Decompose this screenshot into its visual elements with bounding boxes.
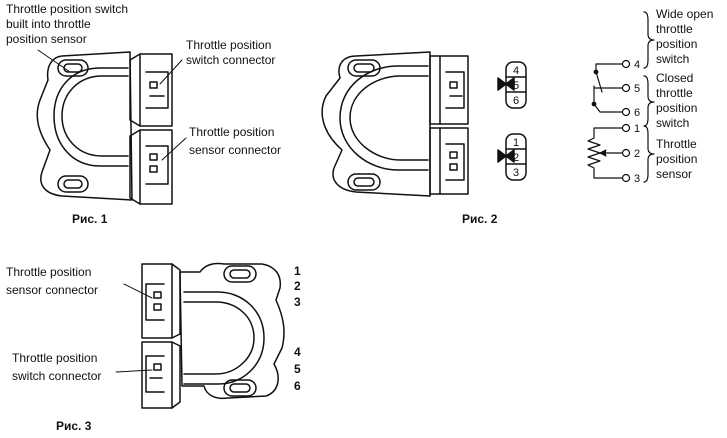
fig1-leader-sensor bbox=[161, 137, 187, 161]
terminal-2-circle bbox=[621, 148, 631, 158]
fig3-pin-3: 3 bbox=[294, 295, 301, 309]
fig1-label-switch-1: Throttle position bbox=[186, 38, 271, 52]
terminal-5-circle bbox=[621, 83, 631, 93]
fig2-upper-pin-block bbox=[497, 61, 527, 109]
fig1-sensor-connector bbox=[129, 129, 173, 205]
fig1-label-sensor-2: sensor connector bbox=[189, 143, 281, 157]
fig3-leader-switch bbox=[115, 369, 153, 373]
schematic-sensor-3: sensor bbox=[656, 167, 692, 181]
schematic-wide-open-3: position bbox=[656, 37, 697, 51]
figure-1: Throttle position switch built into thro… bbox=[6, 2, 281, 226]
fig1-label-builtin-2: built into throttle bbox=[6, 17, 91, 31]
schematic-wide-open-4: switch bbox=[656, 52, 689, 66]
fig2-pin-5: 5 bbox=[513, 80, 519, 92]
fig1-sensor-body bbox=[36, 51, 133, 201]
fig2-sensor-body bbox=[321, 51, 431, 197]
fig2-caption: Рис. 2 bbox=[462, 212, 498, 226]
fig2-pin-2: 2 bbox=[513, 152, 519, 164]
schematic-closed-3: position bbox=[656, 101, 697, 115]
terminal-4-circle bbox=[621, 59, 631, 69]
fig3-switch-connector bbox=[141, 341, 181, 409]
fig1-switch-connector bbox=[129, 53, 173, 127]
terminal-6-circle bbox=[621, 107, 631, 117]
fig2-lower-pin-block bbox=[497, 133, 527, 181]
brace-wide-open bbox=[643, 11, 655, 69]
closed-switch-contact bbox=[593, 103, 623, 113]
fig2-pin-6: 6 bbox=[513, 95, 519, 107]
switch-common-line bbox=[593, 85, 623, 105]
schematic-closed-1: Closed bbox=[656, 71, 693, 85]
fig3-label-sensor-2: sensor connector bbox=[6, 283, 98, 297]
fig2-pin-4: 4 bbox=[513, 65, 519, 77]
schematic-terminal-4: 4 bbox=[634, 59, 640, 71]
schematic-closed-2: throttle bbox=[656, 86, 693, 100]
figure-3: Throttle position sensor connector Throt… bbox=[6, 262, 301, 433]
fig1-caption: Рис. 1 bbox=[72, 212, 108, 226]
fig3-caption: Рис. 3 bbox=[56, 419, 92, 433]
terminal-1-circle bbox=[621, 123, 631, 133]
schematic-terminal-1: 1 bbox=[634, 123, 640, 135]
fig2-switch-connector bbox=[429, 55, 469, 125]
fig1-leader-switch bbox=[159, 59, 183, 85]
schematic-terminal-2: 2 bbox=[634, 148, 640, 160]
fig2-pin-1: 1 bbox=[513, 137, 519, 149]
terminal-3-circle bbox=[621, 173, 631, 183]
fig3-pin-5: 5 bbox=[294, 362, 301, 376]
schematic-closed-4: switch bbox=[656, 116, 689, 130]
fig3-pin-4: 4 bbox=[294, 345, 301, 359]
fig1-label-sensor-1: Throttle position bbox=[189, 125, 274, 139]
fig1-leader-builtin bbox=[37, 49, 71, 73]
schematic-terminal-5: 5 bbox=[634, 83, 640, 95]
fig1-label-switch-2: switch connector bbox=[186, 53, 275, 67]
schematic-sensor-1: Throttle bbox=[656, 137, 697, 151]
fig3-leader-sensor bbox=[123, 283, 153, 299]
fig3-label-sensor-1: Throttle position bbox=[6, 265, 91, 279]
schematic-terminal-3: 3 bbox=[634, 173, 640, 185]
fig1-label-builtin-1: Throttle position switch bbox=[6, 2, 128, 16]
fig2-pin-3: 3 bbox=[513, 167, 519, 179]
fig3-label-switch-1: Throttle position bbox=[12, 351, 97, 365]
brace-sensor bbox=[643, 125, 655, 183]
fig3-sensor-connector bbox=[141, 263, 181, 339]
schematic-sensor-2: position bbox=[656, 152, 697, 166]
schematic-wide-open-2: throttle bbox=[656, 22, 693, 36]
fig3-sensor-body bbox=[179, 262, 285, 400]
fig3-label-switch-2: switch connector bbox=[12, 369, 101, 383]
fig1-label-builtin-3: position sensor bbox=[6, 32, 87, 46]
fig3-pin-1: 1 bbox=[294, 264, 301, 278]
fig3-pin-6: 6 bbox=[294, 379, 301, 393]
figure-2: 4 5 6 1 2 3 Рис. 2 bbox=[321, 51, 527, 226]
schematic-terminal-6: 6 bbox=[634, 107, 640, 119]
fig3-pin-2: 2 bbox=[294, 279, 301, 293]
wiring-schematic: 4 5 6 1 2 3 Wide open throttle position … bbox=[587, 7, 713, 185]
fig2-sensor-connector bbox=[429, 127, 469, 195]
schematic-wide-open-1: Wide open bbox=[656, 7, 713, 21]
brace-closed bbox=[643, 75, 655, 127]
